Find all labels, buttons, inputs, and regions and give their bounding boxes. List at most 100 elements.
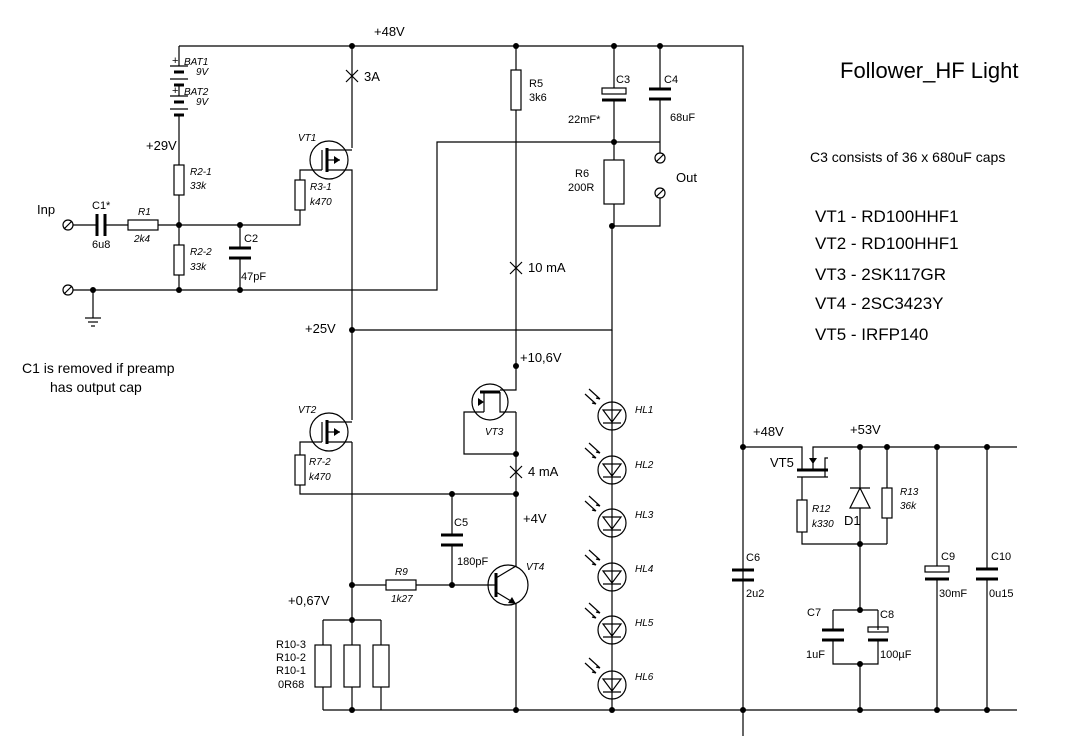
transistor-list-item: VT5 - IRFP140	[815, 325, 928, 344]
led-hl4	[584, 549, 627, 592]
jfet-vt3	[463, 383, 516, 455]
ground-terminal	[62, 284, 74, 296]
c4-value: 68uF	[670, 112, 695, 124]
led-hl1	[584, 388, 627, 431]
capacitor-c5	[441, 533, 463, 547]
r10-1-label: R10-1	[276, 665, 306, 677]
mosfet-vt1	[299, 140, 353, 326]
r3-1-label: R3-1	[310, 182, 332, 193]
vt5-label: VT5	[770, 455, 794, 470]
hl2-label: HL2	[635, 460, 654, 471]
junction	[449, 582, 455, 588]
r3-1-value: k470	[310, 197, 332, 208]
current-4ma-label: 4 mA	[528, 464, 559, 479]
terminal-c4	[654, 152, 666, 164]
note-c1-line2: has output cap	[50, 379, 142, 395]
top-rail-wire	[179, 45, 744, 736]
capacitor-c1	[95, 214, 107, 236]
junction	[237, 287, 243, 293]
ground-icon	[85, 290, 101, 327]
schematic-title: Follower_HF Light	[840, 58, 1019, 83]
resistor-r3-1	[294, 179, 306, 211]
svg-text:+: +	[172, 85, 178, 97]
net-label-4v: +4V	[523, 511, 547, 526]
capacitor-c9	[924, 565, 950, 581]
c7-label: C7	[807, 607, 821, 619]
r7-2-value: k470	[309, 472, 331, 483]
resistor-r2-1	[173, 164, 185, 196]
c6-value: 2u2	[746, 588, 764, 600]
hl4-label: HL4	[635, 564, 654, 575]
r5-label: R5	[529, 78, 543, 90]
r6-value: 200R	[568, 182, 594, 194]
resistor-r5	[510, 69, 522, 111]
capacitor-c7	[822, 628, 844, 642]
c7-value: 1uF	[806, 649, 825, 661]
capacitor-c10	[976, 567, 998, 581]
junction	[984, 707, 990, 713]
junction	[349, 707, 355, 713]
capacitor-c8	[867, 626, 889, 642]
mosfet-vt5	[797, 446, 1017, 500]
junction	[513, 451, 519, 457]
r5-value: 3k6	[529, 92, 547, 104]
capacitor-c6	[732, 568, 754, 582]
led-string	[584, 388, 627, 700]
battery-bat1	[170, 46, 188, 96]
junction	[857, 661, 863, 667]
c3-label: C3	[616, 74, 630, 86]
c8-value: 100µF	[880, 649, 912, 661]
c10-label: C10	[991, 551, 1011, 563]
c9-value: 30mF	[939, 588, 967, 600]
r12-label: R12	[812, 504, 831, 515]
input-label: Inp	[37, 202, 55, 217]
mosfet-vt2	[299, 412, 352, 455]
resistor-r6	[603, 159, 625, 205]
svg-text:+: +	[172, 55, 178, 67]
hl6-label: HL6	[635, 672, 654, 683]
c8-label: C8	[880, 609, 894, 621]
r1-value: 2k4	[133, 234, 151, 245]
output-terminal	[654, 187, 666, 199]
r13-value: 36k	[900, 501, 917, 512]
resistor-r10-1	[372, 644, 390, 688]
c10-value: 0u15	[989, 588, 1013, 600]
bat1-value: 9V	[196, 67, 210, 78]
transistor-list-item: VT1 - RD100HHF1	[815, 207, 959, 226]
transistor-list-item: VT3 - 2SK117GR	[815, 265, 946, 284]
c9-label: C9	[941, 551, 955, 563]
net-label-48v-top: +48V	[374, 24, 405, 39]
net-label-48v-psu: +48V	[753, 424, 784, 439]
junction	[176, 287, 182, 293]
battery-bat2	[170, 95, 188, 165]
r12-value: k330	[812, 519, 834, 530]
hl1-label: HL1	[635, 405, 653, 416]
current-10ma-label: 10 mA	[528, 260, 566, 275]
resistor-r9	[385, 579, 417, 591]
c5-label: C5	[454, 517, 468, 529]
bjt-vt4	[487, 494, 529, 710]
d1-label: D1	[844, 513, 861, 528]
net-label-25v: +25V	[305, 321, 336, 336]
r2-2-value: 33k	[190, 262, 207, 273]
net-label-53v: +53V	[850, 422, 881, 437]
r10-value: 0R68	[278, 679, 304, 691]
junction	[857, 541, 863, 547]
r10-2-label: R10-2	[276, 652, 306, 664]
c1-label: C1*	[92, 200, 111, 212]
junction	[513, 707, 519, 713]
vt2-label: VT2	[298, 405, 317, 416]
capacitor-c3	[601, 87, 627, 102]
current-3a-label: 3A	[364, 69, 380, 84]
resistor-r2-2	[173, 244, 185, 276]
r7-2-label: R7-2	[309, 457, 331, 468]
c6-label: C6	[746, 552, 760, 564]
c1-value: 6u8	[92, 239, 110, 251]
capacitor-c4	[649, 87, 671, 101]
bat2-label: BAT2	[184, 87, 209, 98]
c3-value: 22mF*	[568, 114, 601, 126]
zener-diode-d1	[849, 486, 871, 509]
r6-label: R6	[575, 168, 589, 180]
vt3-label: VT3	[485, 427, 504, 438]
